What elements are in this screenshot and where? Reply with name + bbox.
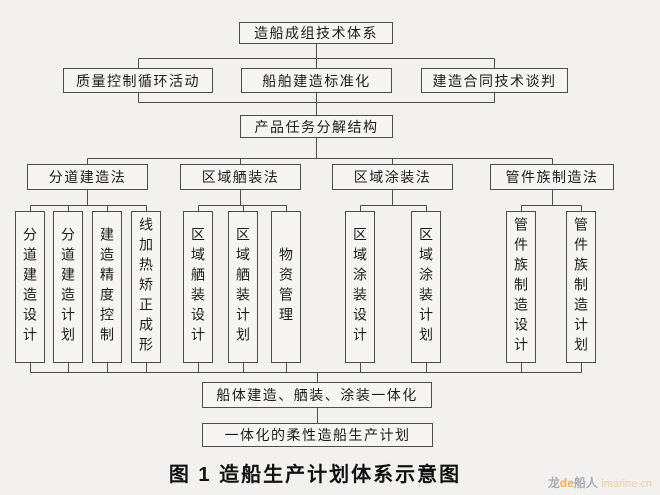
- node-zone-outfitting-design: 区域舾装设计: [183, 211, 213, 363]
- figure-caption: 图 1 造船生产计划体系示意图: [168, 464, 462, 486]
- watermark-brand-prefix: 龙: [547, 476, 560, 490]
- node-flexible-production-plan: 一体化的柔性造船生产计划: [202, 423, 433, 447]
- node-lane-construction-plan: 分道建造计划: [53, 211, 83, 363]
- watermark-brand-suffix: 船人: [573, 476, 598, 490]
- node-construction-standardization: 船舶建造标准化: [241, 68, 392, 93]
- node-lane-construction-design: 分道建造设计: [15, 211, 45, 363]
- watermark-domain: imarine.cn: [601, 478, 652, 490]
- node-quality-control-cycle: 质量控制循环活动: [63, 68, 213, 93]
- node-group-technology-system: 造船成组技术体系: [239, 22, 393, 44]
- node-zone-painting-method: 区域涂装法: [332, 164, 453, 190]
- node-contract-negotiation: 建造合同技术谈判: [421, 68, 568, 93]
- node-pipe-family-design: 管件族制造设计: [506, 211, 536, 363]
- node-task-breakdown-structure: 产品任务分解结构: [240, 115, 393, 138]
- node-zone-outfitting-plan: 区域舾装计划: [228, 211, 258, 363]
- node-hull-outfit-paint-integration: 船体建造、舾装、涂装一体化: [202, 382, 432, 408]
- node-material-management: 物资管理: [271, 211, 301, 363]
- node-lane-construction-method: 分道建造法: [27, 164, 148, 190]
- node-zone-painting-plan: 区域涂装计划: [411, 211, 441, 363]
- watermark: 龙de船人 imarine.cn: [548, 474, 652, 491]
- watermark-brand-mid: de: [559, 476, 574, 490]
- node-zone-painting-design: 区域涂装设计: [345, 211, 375, 363]
- node-pipe-family-plan: 管件族制造计划: [566, 211, 596, 363]
- node-pipe-family-method: 管件族制造法: [490, 164, 614, 190]
- node-zone-outfitting-method: 区域舾装法: [180, 164, 301, 190]
- node-line-heating-forming: 线加热矫正成形: [131, 211, 161, 363]
- node-accuracy-control: 建造精度控制: [92, 211, 122, 363]
